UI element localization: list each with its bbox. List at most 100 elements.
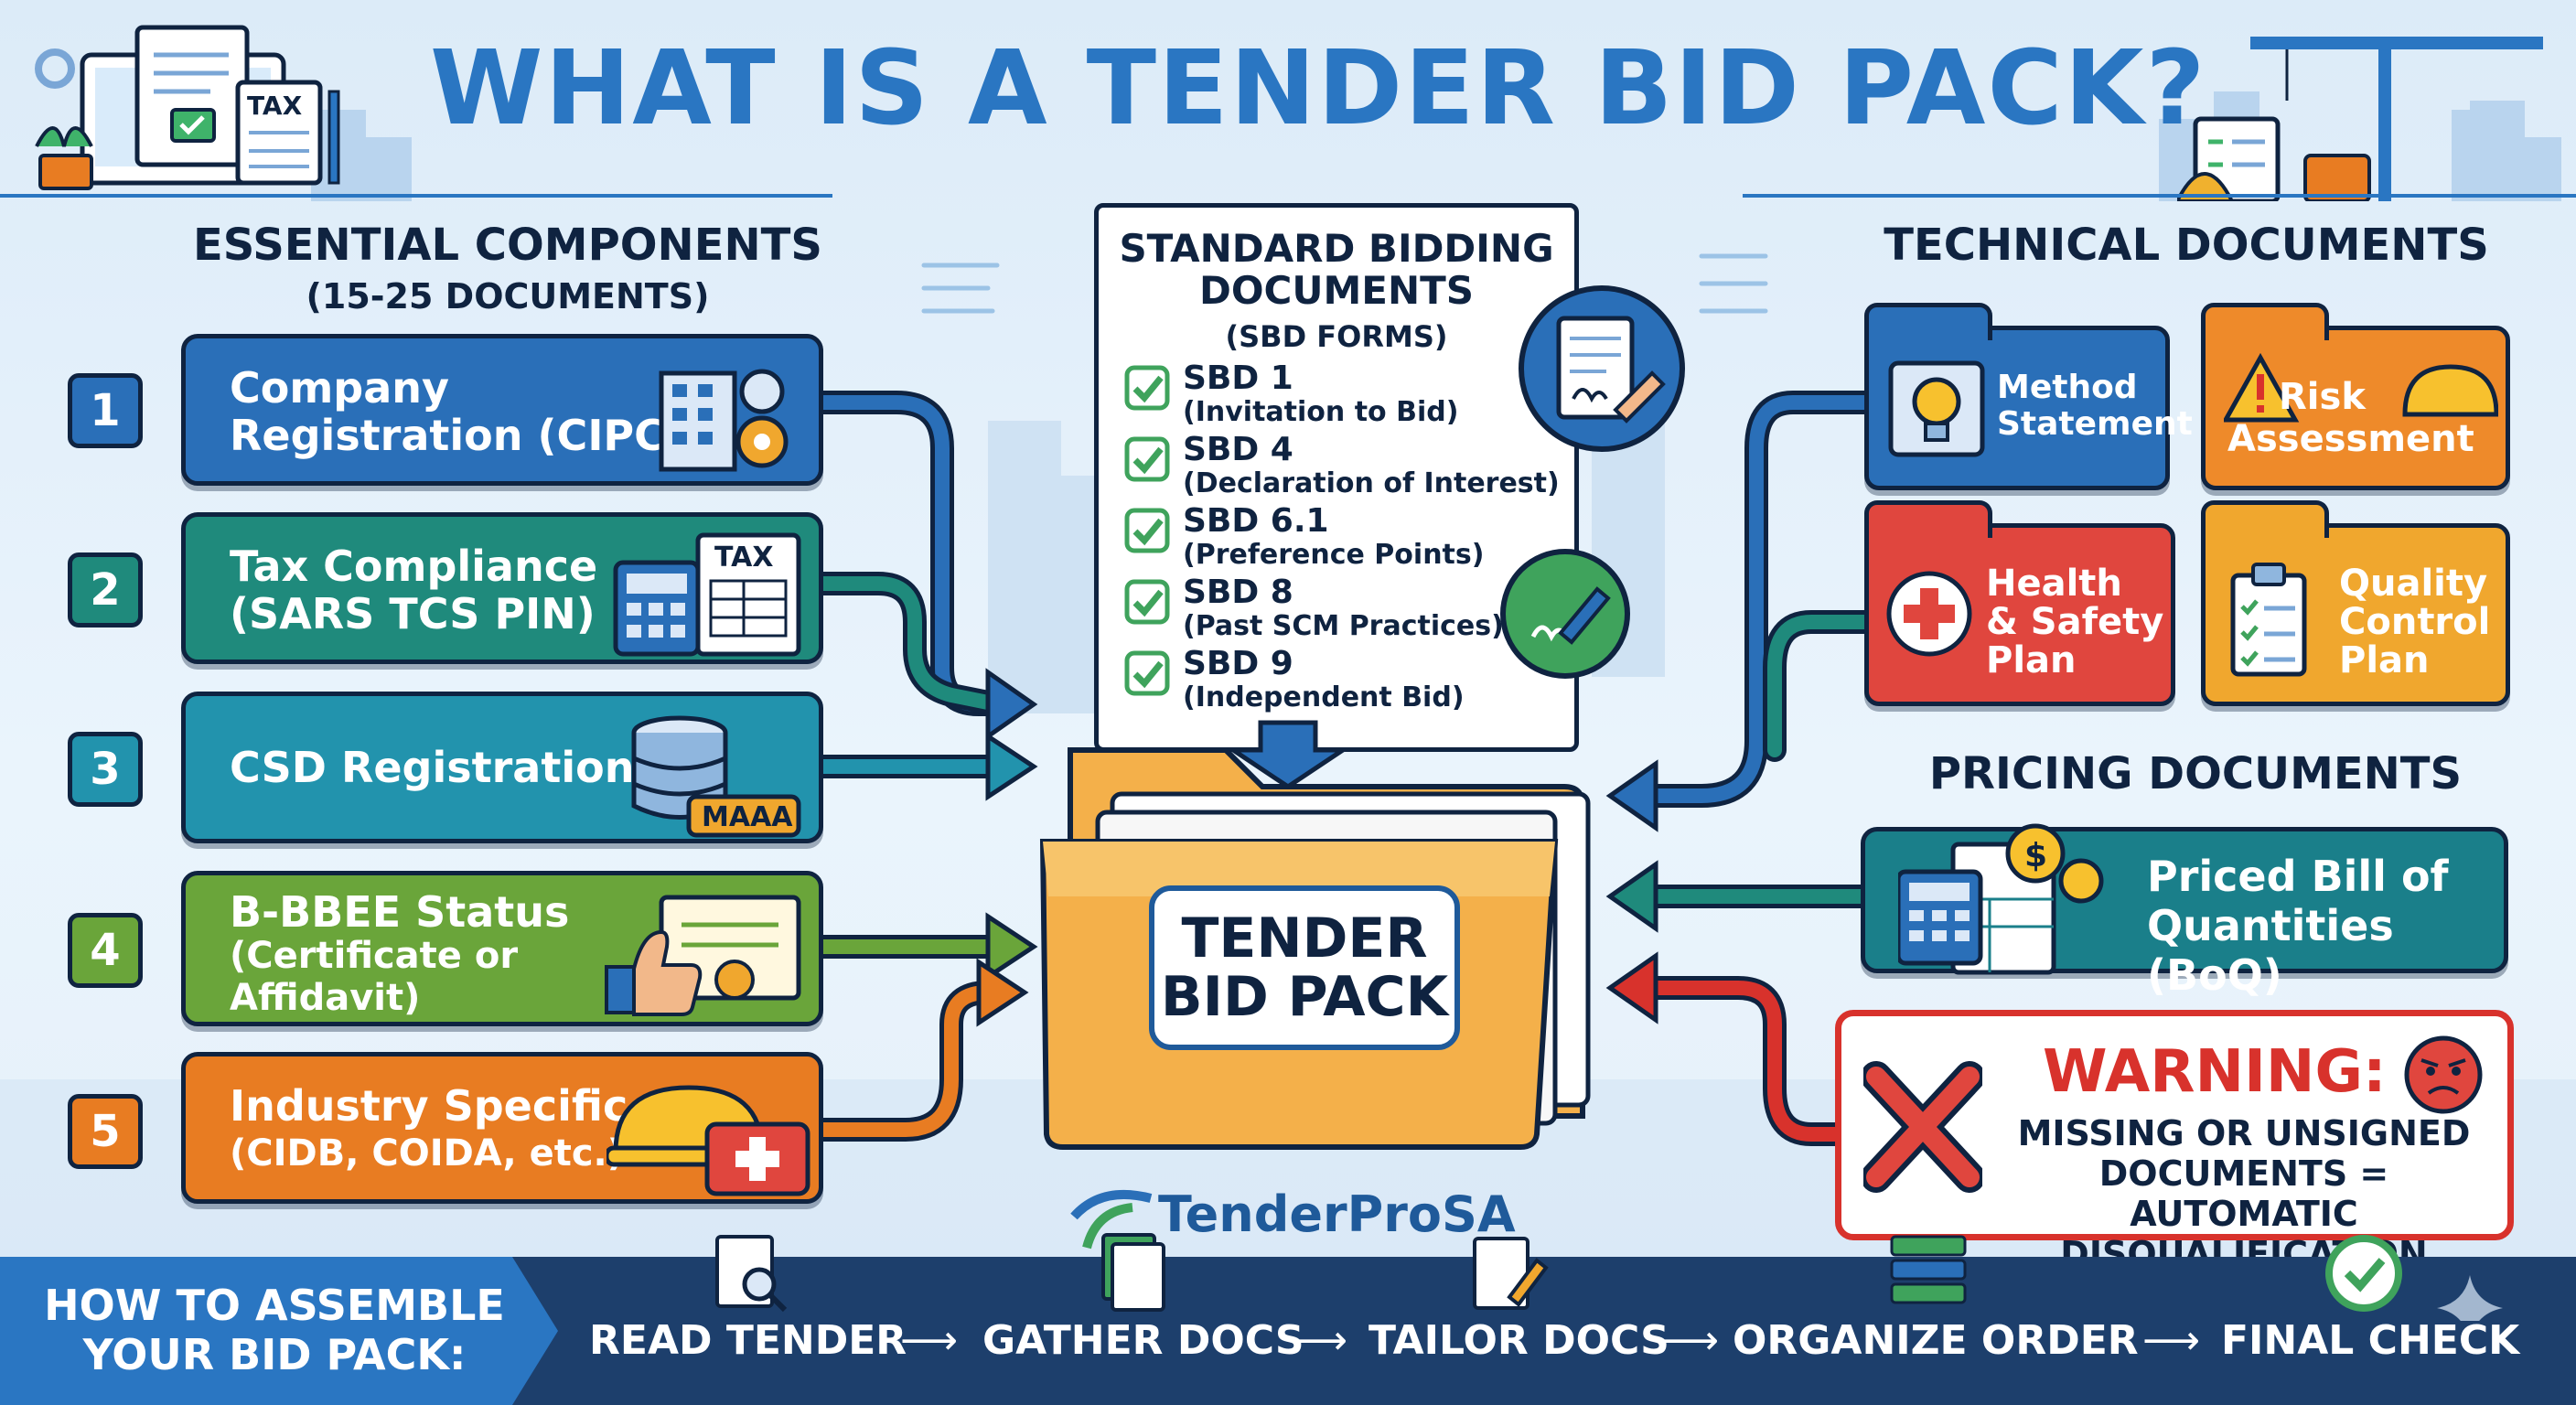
step-read-tender: READ TENDER: [589, 1317, 907, 1364]
component-label-line2: (SARS TCS PIN): [230, 589, 596, 638]
component-label-line1: Industry Specific: [230, 1081, 628, 1131]
step-number-2: 2: [68, 552, 143, 627]
tech-label-line1: Quality: [2339, 563, 2488, 605]
assembly-title: HOW TO ASSEMBLE YOUR BID PACK:: [37, 1281, 512, 1379]
warning-line1: MISSING OR UNSIGNED: [2017, 1113, 2471, 1153]
tax-badge: TAX: [714, 542, 773, 574]
red-x-icon: [1863, 1061, 1982, 1193]
calculator-money-icon: $: [1898, 823, 2104, 975]
lightbulb-icon: [1888, 360, 1985, 457]
step-number-3: 3: [68, 732, 143, 807]
component-tax-compliance[interactable]: Tax Compliance (SARS TCS PIN) TAX: [181, 512, 823, 664]
step-number-4: 4: [68, 913, 143, 988]
step-arrow: ⟶: [1661, 1317, 1720, 1364]
sbd-title-line2: DOCUMENTS: [1198, 268, 1475, 313]
tech-label-line2: Control: [2339, 601, 2491, 643]
standard-bidding-documents-sheet: STANDARD BIDDING DOCUMENTS (SBD FORMS) S…: [1094, 203, 1579, 752]
component-industry-specific[interactable]: Industry Specific (CIDB, COIDA, etc.): [181, 1052, 823, 1204]
folder-label-line1: TENDER: [1181, 906, 1428, 971]
priced-bill-of-quantities[interactable]: $ Priced Bill of Quantities (BoQ): [1861, 823, 2508, 1000]
tech-label-line3: Plan: [1986, 639, 2077, 681]
component-company-registration[interactable]: Company Registration (CIPC): [181, 334, 823, 486]
check-icon: [1124, 650, 1170, 696]
component-label-line1: B-BBEE Status: [230, 887, 570, 937]
construction-crane-illustration: [2177, 37, 2543, 201]
tech-risk-assessment[interactable]: Risk Assessment: [2201, 303, 2510, 490]
certificate-thumbs-up-icon: [605, 895, 801, 1016]
step-organize-order: ORGANIZE ORDER: [1733, 1317, 2139, 1364]
tax-sign: TAX: [247, 91, 303, 121]
tech-label-line1: Risk: [2279, 376, 2366, 418]
tech-health-safety-plan[interactable]: Health & Safety Plan: [1864, 500, 2175, 706]
step-arrow: ⟶: [2142, 1317, 2201, 1364]
warning-line2: DOCUMENTS = AUTOMATIC: [2098, 1153, 2389, 1234]
sbd-desc: (Declaration of Interest): [1183, 467, 1560, 499]
check-icon: [1124, 436, 1170, 482]
component-label-line2: (Certificate or: [230, 935, 519, 977]
sbd-item: SBD 4 (Declaration of Interest): [1124, 431, 1560, 499]
component-csd-registration[interactable]: CSD Registration MAAA: [181, 692, 823, 843]
sbd-code: SBD 9: [1183, 645, 1293, 682]
folder-tab: [2201, 303, 2329, 340]
assembly-title-line2: YOUR BID PACK:: [82, 1330, 467, 1379]
tech-label-line3: Plan: [2339, 639, 2430, 681]
essential-components-subheading: (15-25 DOCUMENTS): [306, 276, 710, 316]
stacked-documents-icon: [1101, 1233, 1165, 1312]
clipboard-checklist-icon: [2230, 563, 2307, 677]
folder-tab: [2201, 500, 2329, 538]
essential-components-heading: ESSENTIAL COMPONENTS: [192, 220, 822, 271]
tech-quality-control-plan[interactable]: Quality Control Plan: [2201, 500, 2510, 706]
folder-tab: [1864, 303, 1992, 340]
component-label-line1: CSD Registration: [230, 743, 635, 792]
pen-signature-icon: [1500, 549, 1630, 679]
warning-title: WARNING:: [2043, 1038, 2387, 1106]
sbd-desc: (Independent Bid): [1183, 681, 1465, 713]
tech-label-line1: Health: [1986, 563, 2122, 605]
computer-tax-illustration: TAX: [35, 25, 340, 190]
assembly-title-panel: [0, 1257, 558, 1405]
step-arrow: ⟶: [900, 1317, 959, 1364]
check-icon: [1124, 579, 1170, 625]
step-icons: [715, 1233, 2503, 1321]
title-rule-left: [0, 194, 832, 198]
brand-part-b: ProSA: [1347, 1185, 1516, 1243]
warning-box: WARNING: MISSING OR UNSIGNED DOCUMENTS =…: [1835, 1010, 2514, 1274]
brand-name: TenderProSA: [1158, 1185, 1516, 1243]
check-icon: [1124, 365, 1170, 411]
step-tailor-docs: TAILOR DOCS: [1368, 1317, 1669, 1364]
left-connector-arrows: [811, 391, 1038, 1142]
tenderprosa-logo-icon: [1070, 1189, 1153, 1249]
sbd-desc: (Past SCM Practices): [1183, 610, 1504, 642]
step-final-check: FINAL CHECK: [2221, 1317, 2520, 1364]
brand-part-a: Tender: [1158, 1185, 1347, 1243]
tech-method-statement[interactable]: Method Statement: [1864, 303, 2193, 490]
assembly-title-line1: HOW TO ASSEMBLE: [44, 1281, 505, 1330]
document-signing-icon: [1519, 285, 1685, 452]
sbd-desc: (Preference Points): [1183, 539, 1485, 571]
sbd-item: SBD 8 (Past SCM Practices): [1124, 574, 1504, 642]
sparkle-icon: [2437, 1275, 2503, 1321]
dollar-glyph: $: [2024, 837, 2047, 874]
first-aid-cross-icon: [1886, 571, 1972, 657]
tech-label-line1: Method: [1997, 369, 2138, 406]
final-check-icon: [2325, 1235, 2402, 1312]
pricing-documents-heading: PRICING DOCUMENTS: [1928, 748, 2463, 799]
sbd-title-line1: STANDARD BIDDING: [1119, 226, 1554, 271]
sbd-item: SBD 9 (Independent Bid): [1124, 645, 1465, 713]
component-label-line1: Tax Compliance: [230, 542, 598, 591]
checklist-order-icon: [1890, 1235, 1967, 1304]
component-label-line2: (CIDB, COIDA, etc.): [230, 1132, 625, 1174]
component-bbbee-status[interactable]: B-BBEE Status (Certificate or Affidavit): [181, 871, 823, 1026]
sbd-item: SBD 6.1 (Preference Points): [1124, 502, 1484, 571]
component-label-line3: Affidavit): [230, 977, 421, 1019]
tech-label-line2: & Safety: [1986, 601, 2164, 643]
csd-badge: MAAA: [702, 801, 793, 833]
sbd-desc: (Invitation to Bid): [1183, 396, 1459, 428]
tech-label-line2: Statement: [1997, 405, 2193, 443]
office-building-gear-icon: [659, 369, 789, 472]
sbd-subtitle: (SBD FORMS): [1225, 319, 1448, 354]
pricing-label-line1: Priced Bill of: [2147, 852, 2449, 901]
folder-tab: [1864, 500, 1992, 538]
pencil-document-icon: [1473, 1237, 1549, 1310]
database-icon: MAAA: [631, 715, 801, 838]
